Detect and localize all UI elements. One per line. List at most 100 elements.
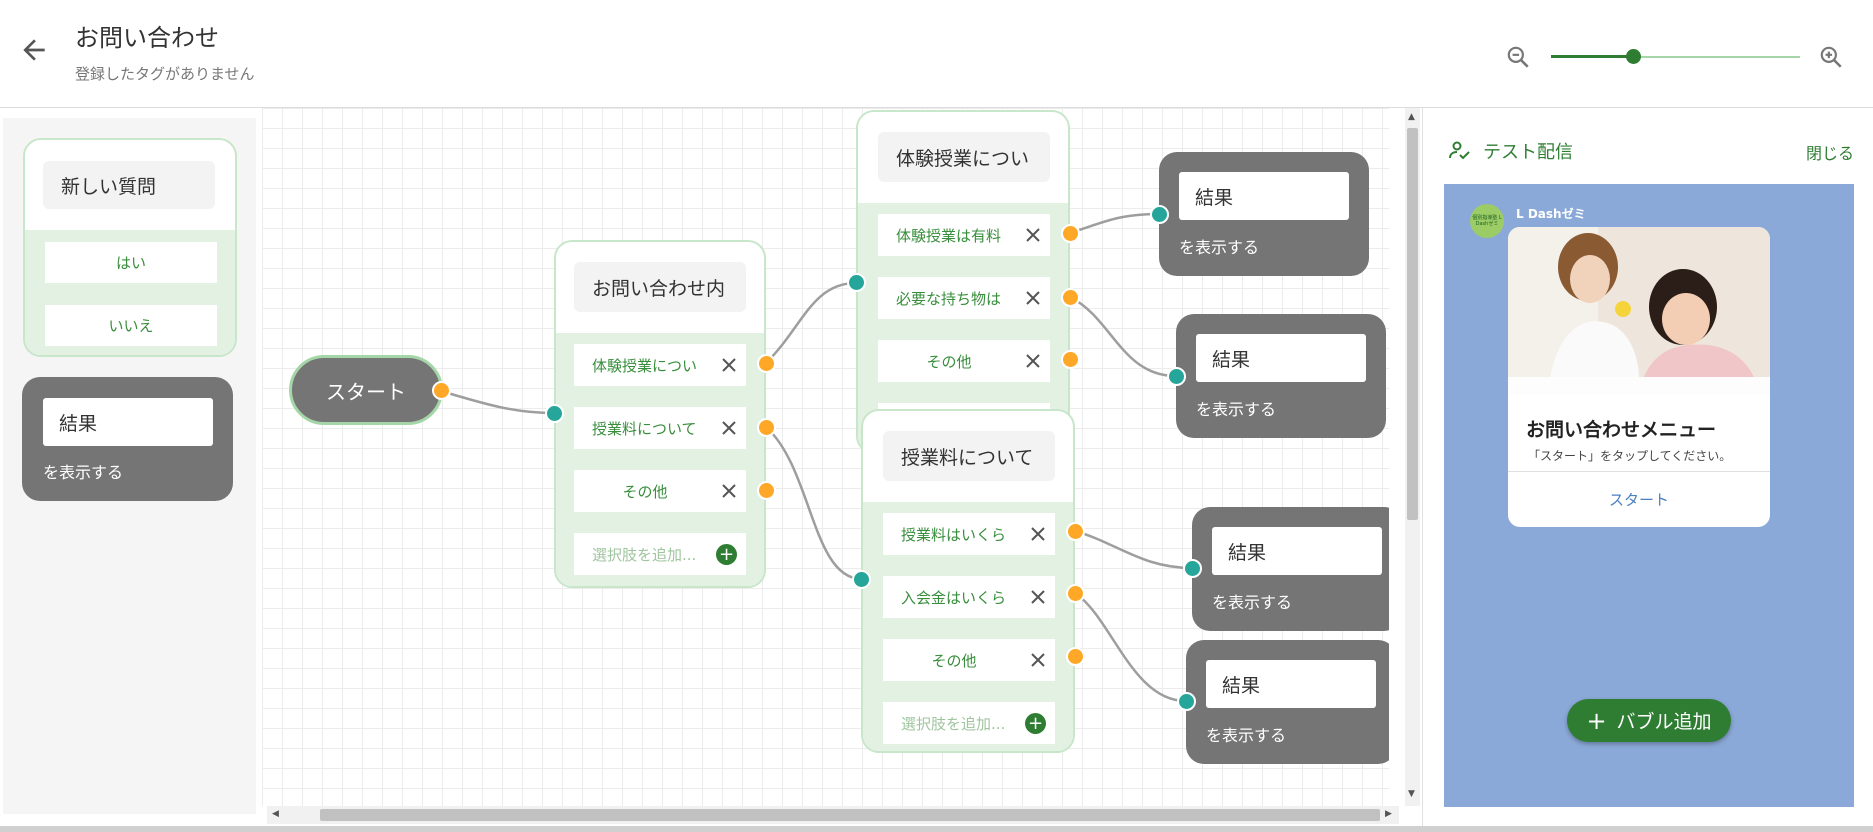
result-caption: を表示する bbox=[1212, 593, 1293, 612]
plus-icon[interactable]: + bbox=[1025, 713, 1046, 734]
question-title[interactable]: お問い合わせ内 bbox=[574, 262, 746, 312]
option-item[interactable]: 授業料について bbox=[574, 407, 746, 449]
message-card: お問い合わせメニュー 「スタート」をタップしてください。 スタート bbox=[1508, 227, 1770, 527]
result-input-port[interactable] bbox=[1183, 559, 1202, 578]
wire-start-q1 bbox=[440, 389, 555, 415]
page-title: お問い合わせ bbox=[75, 24, 219, 52]
divider bbox=[1508, 471, 1770, 472]
message-card-start-action[interactable]: スタート bbox=[1608, 491, 1669, 509]
plus-icon: + bbox=[1586, 706, 1607, 735]
scroll-down-arrow-icon[interactable]: ▼ bbox=[1408, 789, 1415, 799]
result-input[interactable]: 結果 bbox=[1196, 334, 1366, 382]
palette-option-yes[interactable]: はい bbox=[45, 242, 217, 283]
result-input-port[interactable] bbox=[1177, 692, 1196, 711]
q3-output-port[interactable] bbox=[1066, 584, 1085, 603]
wire-q3-r4 bbox=[1074, 591, 1187, 703]
q3-output-port[interactable] bbox=[1066, 522, 1085, 541]
message-card-photo bbox=[1508, 227, 1770, 395]
q1-output-port[interactable] bbox=[757, 481, 776, 500]
close-icon[interactable] bbox=[721, 357, 737, 373]
close-icon[interactable] bbox=[1025, 290, 1041, 306]
message-card-title: お問い合わせメニュー bbox=[1526, 419, 1717, 441]
message-card-description: 「スタート」をタップしてください。 bbox=[1528, 449, 1732, 463]
question-title[interactable]: 授業料について bbox=[883, 431, 1055, 481]
zoom-in-button[interactable] bbox=[1818, 44, 1844, 70]
add-bubble-button[interactable]: + バブル追加 bbox=[1567, 699, 1731, 742]
scroll-right-arrow-icon[interactable]: ▶ bbox=[1385, 809, 1392, 819]
zoom-in-icon bbox=[1820, 46, 1842, 68]
horizontal-scroll-thumb[interactable] bbox=[320, 809, 1380, 821]
question-title[interactable]: 体験授業につい bbox=[878, 132, 1050, 182]
close-icon[interactable] bbox=[1025, 227, 1041, 243]
close-icon[interactable] bbox=[1030, 526, 1046, 542]
q1-output-port[interactable] bbox=[757, 418, 776, 437]
result-caption: を表示する bbox=[1206, 726, 1287, 745]
palette-result-input: 結果 bbox=[43, 398, 213, 446]
zoom-out-button[interactable] bbox=[1505, 44, 1531, 70]
back-button[interactable] bbox=[18, 34, 50, 66]
arrow-left-icon bbox=[23, 39, 45, 61]
option-item[interactable]: 体験授業は有料 bbox=[878, 214, 1050, 256]
close-icon[interactable] bbox=[1025, 353, 1041, 369]
q2-input-port[interactable] bbox=[847, 273, 866, 292]
q2-output-port[interactable] bbox=[1061, 224, 1080, 243]
result-input-port[interactable] bbox=[1150, 205, 1169, 224]
start-node[interactable]: スタート bbox=[289, 355, 443, 425]
plus-icon[interactable]: + bbox=[716, 544, 737, 565]
result-node[interactable]: 結果 を表示する bbox=[1159, 152, 1369, 276]
option-item[interactable]: その他 bbox=[883, 639, 1055, 681]
q3-output-port[interactable] bbox=[1066, 647, 1085, 666]
app-header bbox=[0, 0, 1873, 108]
wire-q2-r2 bbox=[1069, 295, 1177, 378]
avatar: 個別指導塾 L Dashゼミ bbox=[1470, 204, 1504, 238]
palette-option-no[interactable]: いいえ bbox=[45, 305, 217, 346]
close-panel-button[interactable]: 閉じる bbox=[1806, 144, 1855, 163]
close-icon[interactable] bbox=[721, 420, 737, 436]
option-item[interactable]: 授業料はいくら bbox=[883, 513, 1055, 555]
vertical-scroll-thumb[interactable] bbox=[1407, 128, 1418, 520]
palette-result-caption: を表示する bbox=[43, 463, 124, 482]
option-item[interactable]: その他 bbox=[878, 340, 1050, 382]
question-node-trial-class[interactable]: 体験授業につい 体験授業は有料 必要な持ち物は その他 bbox=[856, 110, 1070, 454]
option-item[interactable]: 体験授業につい bbox=[574, 344, 746, 386]
wire-q2-r1 bbox=[1069, 212, 1160, 235]
result-node[interactable]: 結果 を表示する bbox=[1192, 507, 1389, 631]
zoom-slider-fill bbox=[1551, 55, 1634, 58]
option-item[interactable]: その他 bbox=[574, 470, 746, 512]
panel-title: テスト配信 bbox=[1483, 142, 1573, 163]
add-bubble-label: バブル追加 bbox=[1616, 711, 1712, 733]
zoom-out-icon bbox=[1507, 46, 1529, 68]
close-icon[interactable] bbox=[1030, 652, 1046, 668]
palette-question-title: 新しい質問 bbox=[43, 161, 215, 209]
question-node-tuition[interactable]: 授業料について 授業料はいくら 入会金はいくら その他 選択肢を追加... + bbox=[861, 409, 1075, 753]
bottom-border bbox=[0, 826, 1873, 832]
option-item[interactable]: 必要な持ち物は bbox=[878, 277, 1050, 319]
palette-question-card[interactable]: 新しい質問 はい いいえ bbox=[23, 138, 237, 357]
chat-sender-name: L Dashゼミ bbox=[1516, 207, 1586, 221]
question-node-inquiry[interactable]: お問い合わせ内 体験授業につい 授業料について その他 選択肢を追加... + bbox=[554, 240, 766, 588]
close-icon[interactable] bbox=[721, 483, 737, 499]
result-caption: を表示する bbox=[1196, 400, 1277, 419]
close-icon[interactable] bbox=[1030, 589, 1046, 605]
q3-input-port[interactable] bbox=[852, 570, 871, 589]
scroll-left-arrow-icon[interactable]: ◀ bbox=[272, 809, 279, 819]
zoom-slider-track[interactable] bbox=[1551, 56, 1800, 58]
wire-q3-r3 bbox=[1074, 529, 1193, 570]
result-node[interactable]: 結果 を表示する bbox=[1186, 640, 1389, 764]
palette-result-card[interactable]: 結果 を表示する bbox=[22, 377, 233, 501]
q1-output-port[interactable] bbox=[757, 354, 776, 373]
result-input-port[interactable] bbox=[1167, 367, 1186, 386]
result-input[interactable]: 結果 bbox=[1179, 172, 1349, 220]
q1-input-port[interactable] bbox=[545, 404, 564, 423]
result-node[interactable]: 結果 を表示する bbox=[1176, 314, 1386, 438]
result-input[interactable]: 結果 bbox=[1206, 660, 1376, 708]
zoom-slider-thumb[interactable] bbox=[1626, 49, 1642, 64]
flow-canvas[interactable]: スタート お問い合わせ内 体験授業につい 授業料について その他 選択肢を追加.… bbox=[262, 108, 1389, 806]
option-item[interactable]: 入会金はいくら bbox=[883, 576, 1055, 618]
wire-q1-q2 bbox=[765, 281, 857, 364]
start-output-port[interactable] bbox=[432, 381, 451, 400]
scroll-up-arrow-icon[interactable]: ▲ bbox=[1408, 112, 1415, 122]
result-input[interactable]: 結果 bbox=[1212, 527, 1382, 575]
q2-output-port[interactable] bbox=[1061, 288, 1080, 307]
q2-output-port[interactable] bbox=[1061, 350, 1080, 369]
